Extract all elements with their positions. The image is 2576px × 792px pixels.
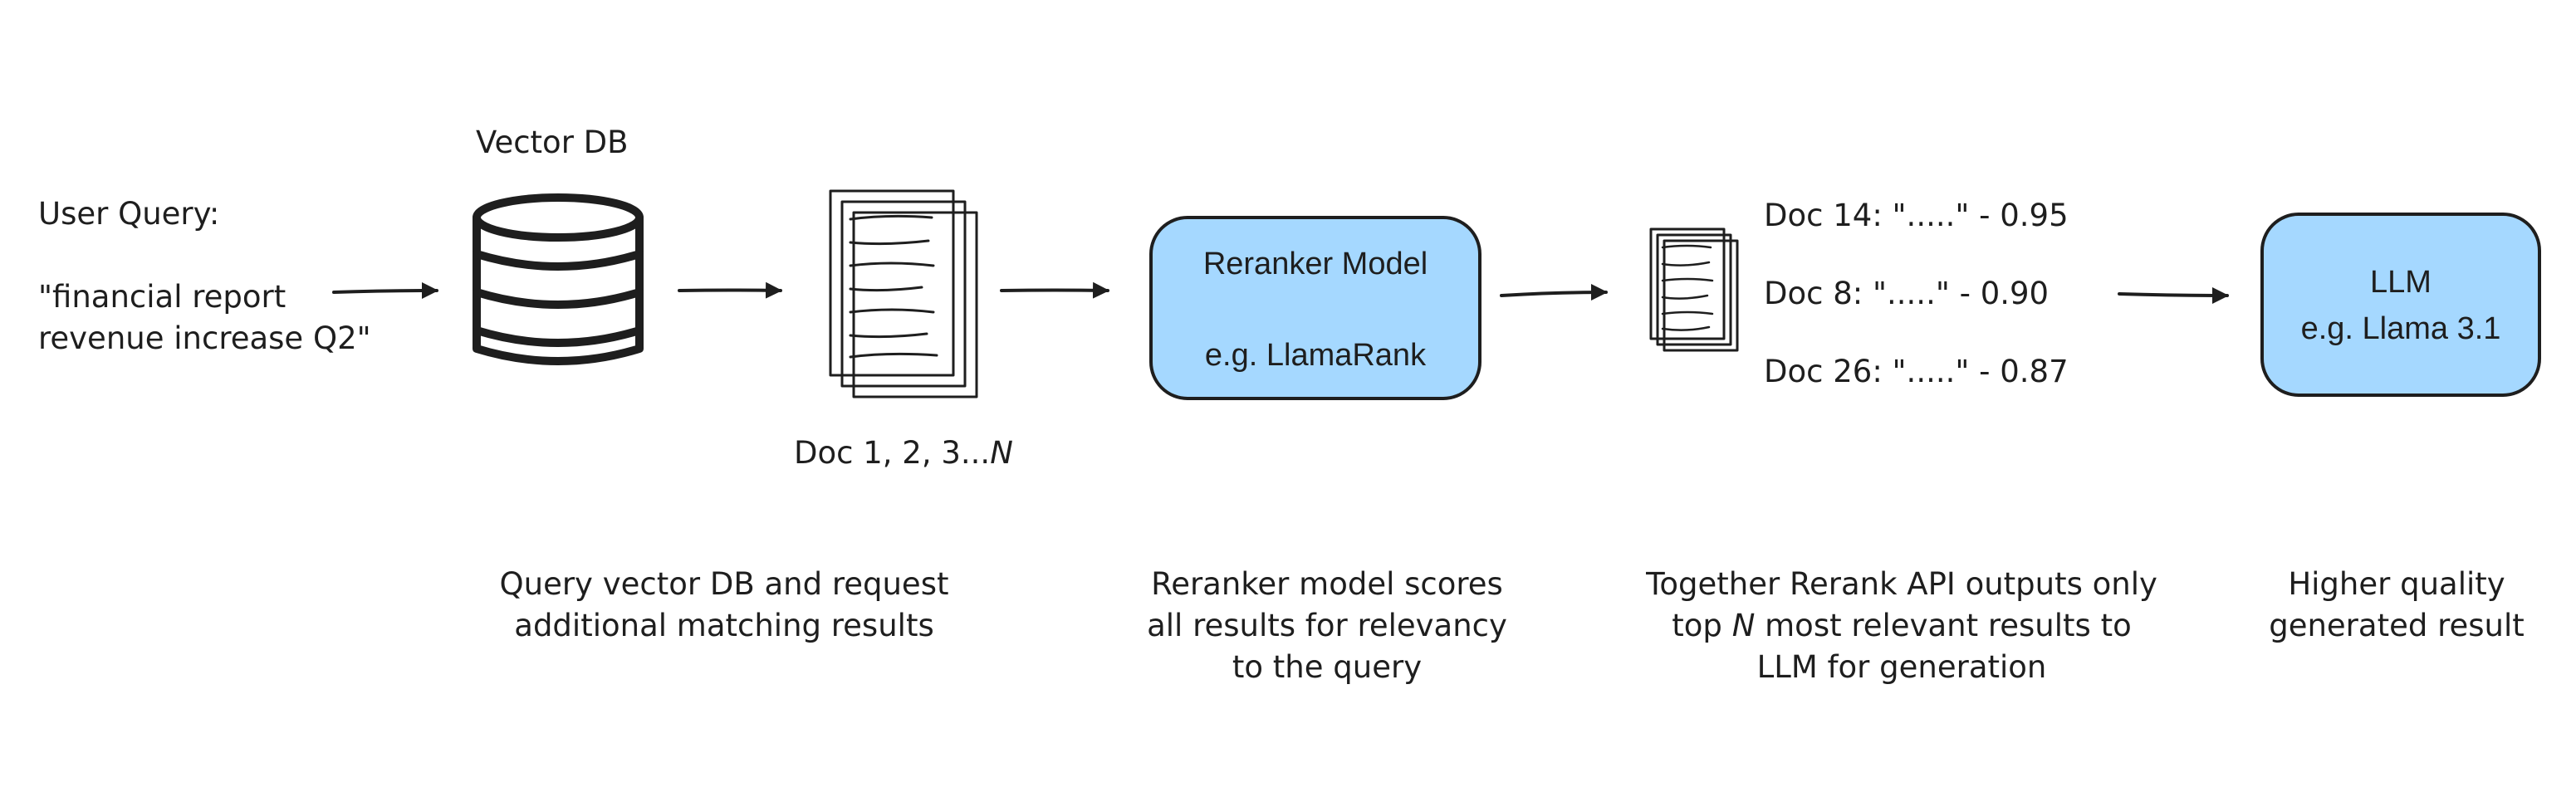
caption-line: Higher quality [2288, 566, 2505, 602]
caption-line: to the query [1232, 649, 1422, 685]
reranker-model-box: Reranker Model e.g. LlamaRank [1149, 216, 1481, 400]
caption-line: Reranker model scores [1151, 566, 1503, 602]
caption-line: all results for relevancy [1147, 608, 1507, 643]
caption-step-1: Query vector DB and request additional m… [500, 566, 949, 643]
docs-caption: Doc 1, 2, 3...N [794, 435, 1013, 471]
llm-subtitle: e.g. Llama 3.1 [2301, 311, 2501, 346]
caption-fragment: top [1672, 608, 1731, 643]
document-stack-icon [829, 189, 978, 398]
document-stack-icon [1649, 227, 1739, 352]
caption-step-3: Together Rerank API outputs only top N m… [1645, 566, 2157, 685]
caption-line: Query vector DB and request [500, 566, 949, 602]
user-query-text-line1: "financial report [38, 279, 286, 315]
user-query-block: User Query: "financial report revenue in… [38, 196, 371, 356]
caption-step-2: Reranker model scores all results for re… [1147, 566, 1507, 685]
database-icon [473, 193, 644, 365]
arrow-ranked-to-llm [2118, 286, 2229, 304]
vector-db-label: Vector DB [476, 125, 629, 160]
caption-fragment: most relevant results to [1755, 608, 2131, 643]
caption-line: LLM for generation [1757, 649, 2047, 685]
reranker-subtitle: e.g. LlamaRank [1205, 338, 1427, 373]
caption-fragment: N [1732, 608, 1756, 643]
ranked-item: Doc 14: "....." - 0.95 [1764, 198, 2069, 233]
reranker-title: Reranker Model [1203, 247, 1428, 281]
caption-line: additional matching results [514, 608, 933, 643]
user-query-text-line2: revenue increase Q2" [38, 320, 371, 356]
user-query-label: User Query: [38, 196, 219, 232]
caption-line: generated result [2269, 608, 2525, 643]
llm-title: LLM [2370, 265, 2432, 300]
ranked-item: Doc 8: "....." - 0.90 [1764, 276, 2049, 311]
docs-caption-n: N [990, 435, 1013, 471]
docs-caption-prefix: Doc 1, 2, 3... [794, 435, 990, 471]
ranked-item: Doc 26: "....." - 0.87 [1764, 354, 2069, 389]
caption-line: top N most relevant results to [1672, 608, 2131, 643]
vector-db-block: Vector DB [473, 125, 644, 365]
llm-box: LLM e.g. Llama 3.1 [2260, 213, 2541, 397]
arrow-reranker-to-ranked [1500, 284, 1608, 301]
caption-line: Together Rerank API outputs only [1645, 566, 2157, 602]
caption-step-4: Higher quality generated result [2269, 566, 2525, 643]
arrow-query-to-db [332, 282, 438, 300]
ranked-results-list: Doc 14: "....." - 0.95 Doc 8: "....." - … [1764, 198, 2069, 389]
